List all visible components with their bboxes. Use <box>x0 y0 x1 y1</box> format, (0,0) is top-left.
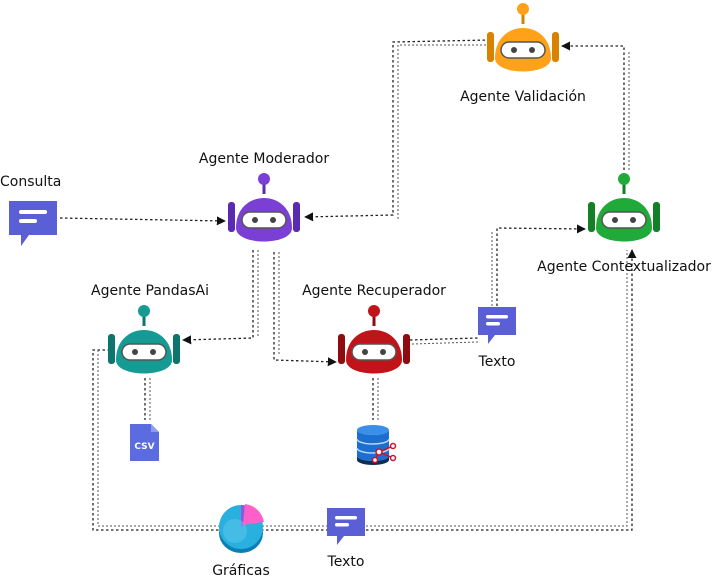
csv-file-icon <box>130 424 159 461</box>
edge-validacion-to-moderador-shadow <box>397 44 490 220</box>
robot-icon <box>487 3 559 72</box>
robot-icon <box>228 173 300 242</box>
pie-chart-icon <box>219 504 264 553</box>
csv-file-node: CSV <box>130 424 159 461</box>
edge-moderador-to-recuperador <box>273 252 337 367</box>
texto-recuperador-label: Texto <box>478 354 516 370</box>
consulta-node: Consulta <box>0 174 61 246</box>
chat-icon <box>478 307 516 344</box>
edge-contextualizador-to-validacion <box>561 41 625 170</box>
chat-icon <box>327 508 365 545</box>
edge-recuperador-to-texto <box>409 337 479 341</box>
graficas-label: Gráficas <box>212 563 270 579</box>
agente-contextualizador-label: Agente Contextualizador <box>537 259 711 275</box>
agente-contextualizador-node: Agente Contextualizador <box>537 173 711 275</box>
texto-recuperador-node: Texto <box>478 307 516 370</box>
agente-validacion-node: Agente Validación <box>460 3 586 105</box>
edge-consulta-to-moderador <box>59 216 226 226</box>
agente-recuperador-label: Agente Recuperador <box>302 283 446 299</box>
robot-icon <box>108 305 180 374</box>
agente-pandasai-node: Agente PandasAi <box>91 283 209 374</box>
edge-recuperador-to-texto-shadow <box>411 341 479 345</box>
edge-texto-to-contextualizador <box>496 224 586 306</box>
agente-moderador-label: Agente Moderador <box>199 151 329 167</box>
chat-icon <box>9 201 57 246</box>
agente-recuperador-node: Agente Recuperador <box>302 283 446 374</box>
database-icon <box>356 425 397 465</box>
edge-bottom-loop-to-contextualizador <box>92 249 637 531</box>
agente-validacion-label: Agente Validación <box>460 89 586 105</box>
agente-moderador-node: Agente Moderador <box>199 151 329 242</box>
csv-file-label: CSV <box>134 442 154 452</box>
robot-icon <box>338 305 410 374</box>
robot-icon <box>588 173 660 242</box>
agente-pandasai-label: Agente PandasAi <box>91 283 209 299</box>
consulta-label: Consulta <box>0 174 61 190</box>
graficas-node: Gráficas <box>212 504 270 579</box>
texto-bottom-label: Texto <box>327 554 365 570</box>
texto-bottom-node: Texto <box>327 508 365 570</box>
